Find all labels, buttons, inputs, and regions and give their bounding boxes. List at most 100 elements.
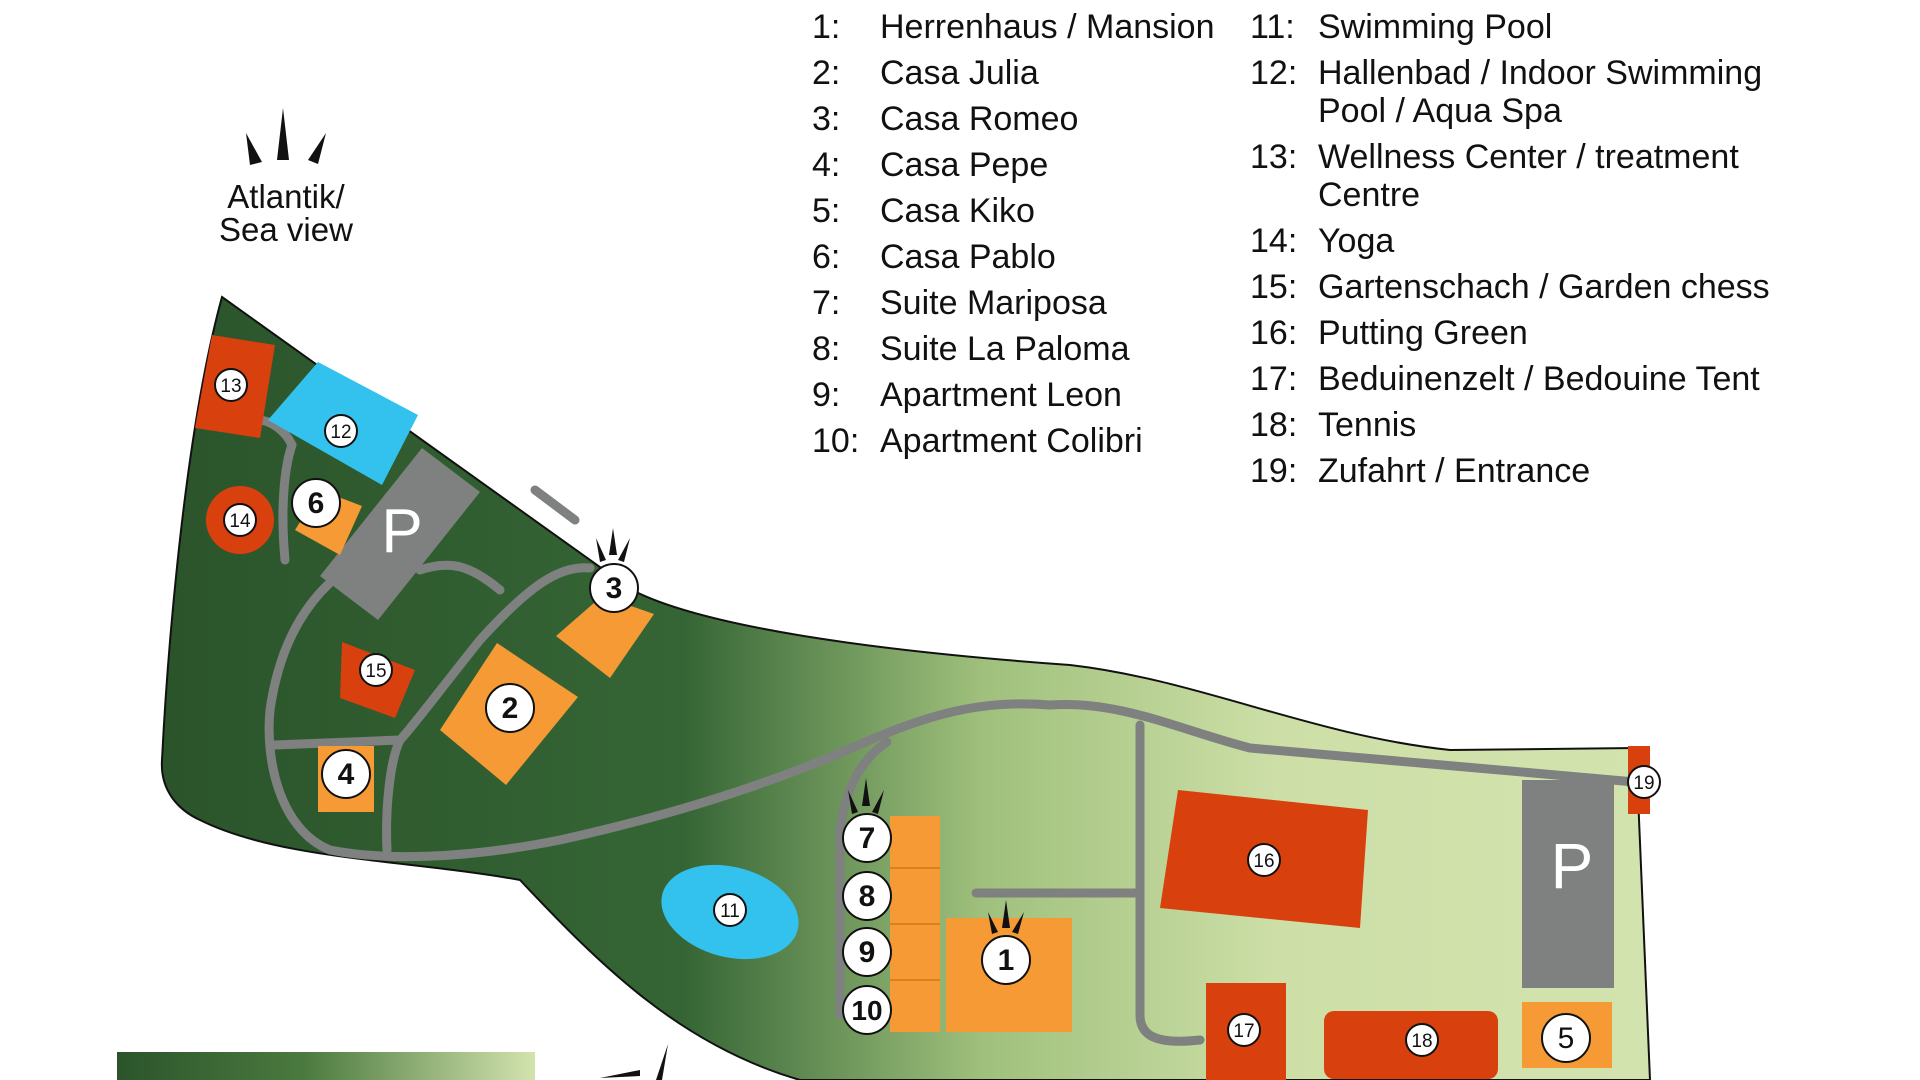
marker-2 <box>485 683 535 733</box>
legend-item: 6: Casa Pablo <box>812 238 1232 276</box>
marker-9 <box>842 927 892 977</box>
legend-item: 4: Casa Pepe <box>812 146 1232 184</box>
marker-18 <box>1405 1023 1439 1057</box>
legend-number: 12: <box>1250 54 1298 92</box>
svg-text:12: 12 <box>330 422 351 443</box>
view-marker-3 <box>596 528 630 562</box>
legend-item: 17:Beduinenzelt / Bedouine Tent <box>1250 360 1810 398</box>
casa-romeo-3 <box>556 596 654 678</box>
svg-text:14: 14 <box>229 511 251 532</box>
legend-name: Hallenbad / Indoor Swimming Pool / Aqua … <box>1318 54 1763 130</box>
marker-19 <box>1627 765 1661 799</box>
legend-name: Casa Kiko <box>880 192 1035 230</box>
marker-10 <box>842 985 892 1035</box>
legend-item: 5: Casa Kiko <box>812 192 1232 230</box>
view-marker-1 <box>988 900 1024 934</box>
elevation-scale-bar <box>117 1052 535 1080</box>
legend-item: 19:Zufahrt / Entrance <box>1250 452 1810 490</box>
marker-4 <box>321 749 371 799</box>
svg-text:10: 10 <box>851 995 882 1026</box>
legend-name: Suite La Paloma <box>880 330 1130 368</box>
svg-text:11: 11 <box>720 901 740 922</box>
sea-view-label: Atlantik/ Sea view <box>196 180 376 246</box>
legend-name: Casa Julia <box>880 54 1039 92</box>
marker-13 <box>214 368 248 402</box>
legend-item: 2:Casa Julia <box>812 54 1232 92</box>
svg-text:6: 6 <box>308 487 325 520</box>
svg-text:5: 5 <box>1558 1022 1575 1055</box>
legend-name: Casa Pepe <box>880 146 1049 184</box>
sea-view-marker <box>246 108 326 165</box>
marker-17 <box>1227 1013 1261 1047</box>
legend-name: Apartment Leon <box>880 376 1122 414</box>
legend-number: 11: <box>1250 8 1295 46</box>
legend-name: Beduinenzelt / Bedouine Tent <box>1318 360 1760 398</box>
legend-number: 19: <box>1250 452 1298 490</box>
legend-number: 13: <box>1250 138 1298 176</box>
svg-text:4: 4 <box>338 758 355 791</box>
parking-area-top <box>320 448 480 620</box>
marker-12 <box>324 414 358 448</box>
legend-item: 1: Herrenhaus / Mansion <box>812 8 1232 46</box>
legend-item: 9: Apartment Leon <box>812 376 1232 414</box>
roads <box>253 415 1640 1046</box>
legend-name: Yoga <box>1318 222 1395 260</box>
sea-view-text: Atlantik/ Sea view <box>219 178 353 248</box>
compass-icon <box>600 1044 668 1080</box>
legend-name: Suite Mariposa <box>880 284 1107 322</box>
legend-number: 14: <box>1250 222 1298 260</box>
legend-name: Wellness Center / treatment Centre <box>1318 138 1739 214</box>
legend-item: 10:Apartment Colibri <box>812 422 1232 460</box>
svg-text:8: 8 <box>859 880 876 913</box>
svg-text:9: 9 <box>859 936 876 969</box>
legend-number: 3: <box>812 100 841 138</box>
legend-number: 6: <box>812 238 841 276</box>
svg-text:7: 7 <box>859 822 876 855</box>
legend-name: Casa Romeo <box>880 100 1079 138</box>
map-number-markers <box>214 368 1661 1063</box>
svg-text:13: 13 <box>220 376 241 397</box>
legend-name: Tennis <box>1318 406 1417 444</box>
marker-7 <box>842 813 892 863</box>
svg-text:3: 3 <box>606 572 623 605</box>
marker-6 <box>291 478 341 528</box>
legend-number: 7: <box>812 284 841 322</box>
legend-number: 5: <box>812 192 841 230</box>
legend-item: 16: Putting Green <box>1250 314 1810 352</box>
legend-name: Swimming Pool <box>1318 8 1553 46</box>
svg-text:1: 1 <box>998 944 1015 977</box>
legend-number: 9: <box>812 376 841 414</box>
marker-5 <box>1541 1013 1591 1063</box>
legend-number: 16: <box>1250 314 1298 352</box>
map-number-labels: 1 2 3 4 5 6 7 8 9 10 11 12 13 14 15 16 1… <box>220 376 1654 1055</box>
legend-name: Herrenhaus / Mansion <box>880 8 1215 46</box>
marker-1 <box>981 935 1031 985</box>
view-marker-7 <box>848 778 884 814</box>
marker-16 <box>1247 843 1281 877</box>
legend-number: 1: <box>812 8 841 46</box>
marker-15 <box>359 653 393 687</box>
legend-item: 15: Gartenschach / Garden chess <box>1250 268 1810 306</box>
svg-text:17: 17 <box>1233 1021 1254 1042</box>
svg-text:2: 2 <box>502 692 519 725</box>
legend-left: 1: Herrenhaus / Mansion 2:Casa Julia 3: Ca… <box>812 8 1232 468</box>
legend-item: 13: Wellness Center / treatment Centre <box>1250 138 1810 214</box>
legend-name: Putting Green <box>1318 314 1528 352</box>
svg-text:19: 19 <box>1633 773 1654 794</box>
legend-item: 18: Tennis <box>1250 406 1810 444</box>
svg-text:15: 15 <box>365 661 386 682</box>
legend-number: 18: <box>1250 406 1298 444</box>
parking-label-bottom: P <box>1551 830 1594 902</box>
legend-name: Gartenschach / Garden chess <box>1318 268 1770 306</box>
legend-number: 8: <box>812 330 841 368</box>
svg-text:16: 16 <box>1253 851 1274 872</box>
legend-item: 7: Suite Mariposa <box>812 284 1232 322</box>
marker-8 <box>842 871 892 921</box>
legend-number: 15: <box>1250 268 1298 306</box>
marker-14 <box>223 503 257 537</box>
legend-name: Casa Pablo <box>880 238 1056 276</box>
legend-item: 12: Hallenbad / Indoor Swimming Pool / Aq… <box>1250 54 1810 130</box>
legend-number: 4: <box>812 146 841 184</box>
legend-number: 10: <box>812 422 860 460</box>
